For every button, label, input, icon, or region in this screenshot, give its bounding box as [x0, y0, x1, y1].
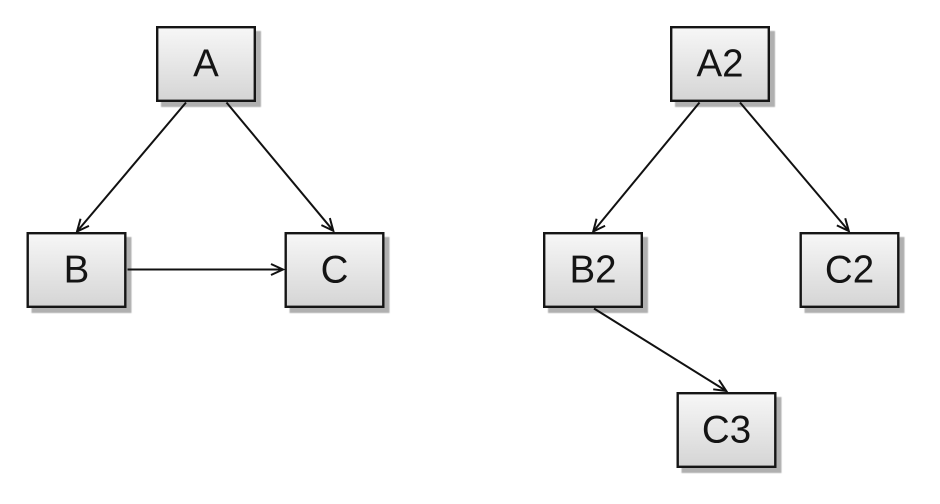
svg-text:A: A	[193, 42, 219, 85]
svg-text:C2: C2	[825, 248, 874, 291]
svg-text:B: B	[64, 248, 90, 291]
svg-text:A2: A2	[696, 42, 743, 85]
svg-text:C3: C3	[702, 408, 751, 451]
svg-text:C: C	[321, 248, 349, 291]
svg-text:B2: B2	[569, 248, 616, 291]
